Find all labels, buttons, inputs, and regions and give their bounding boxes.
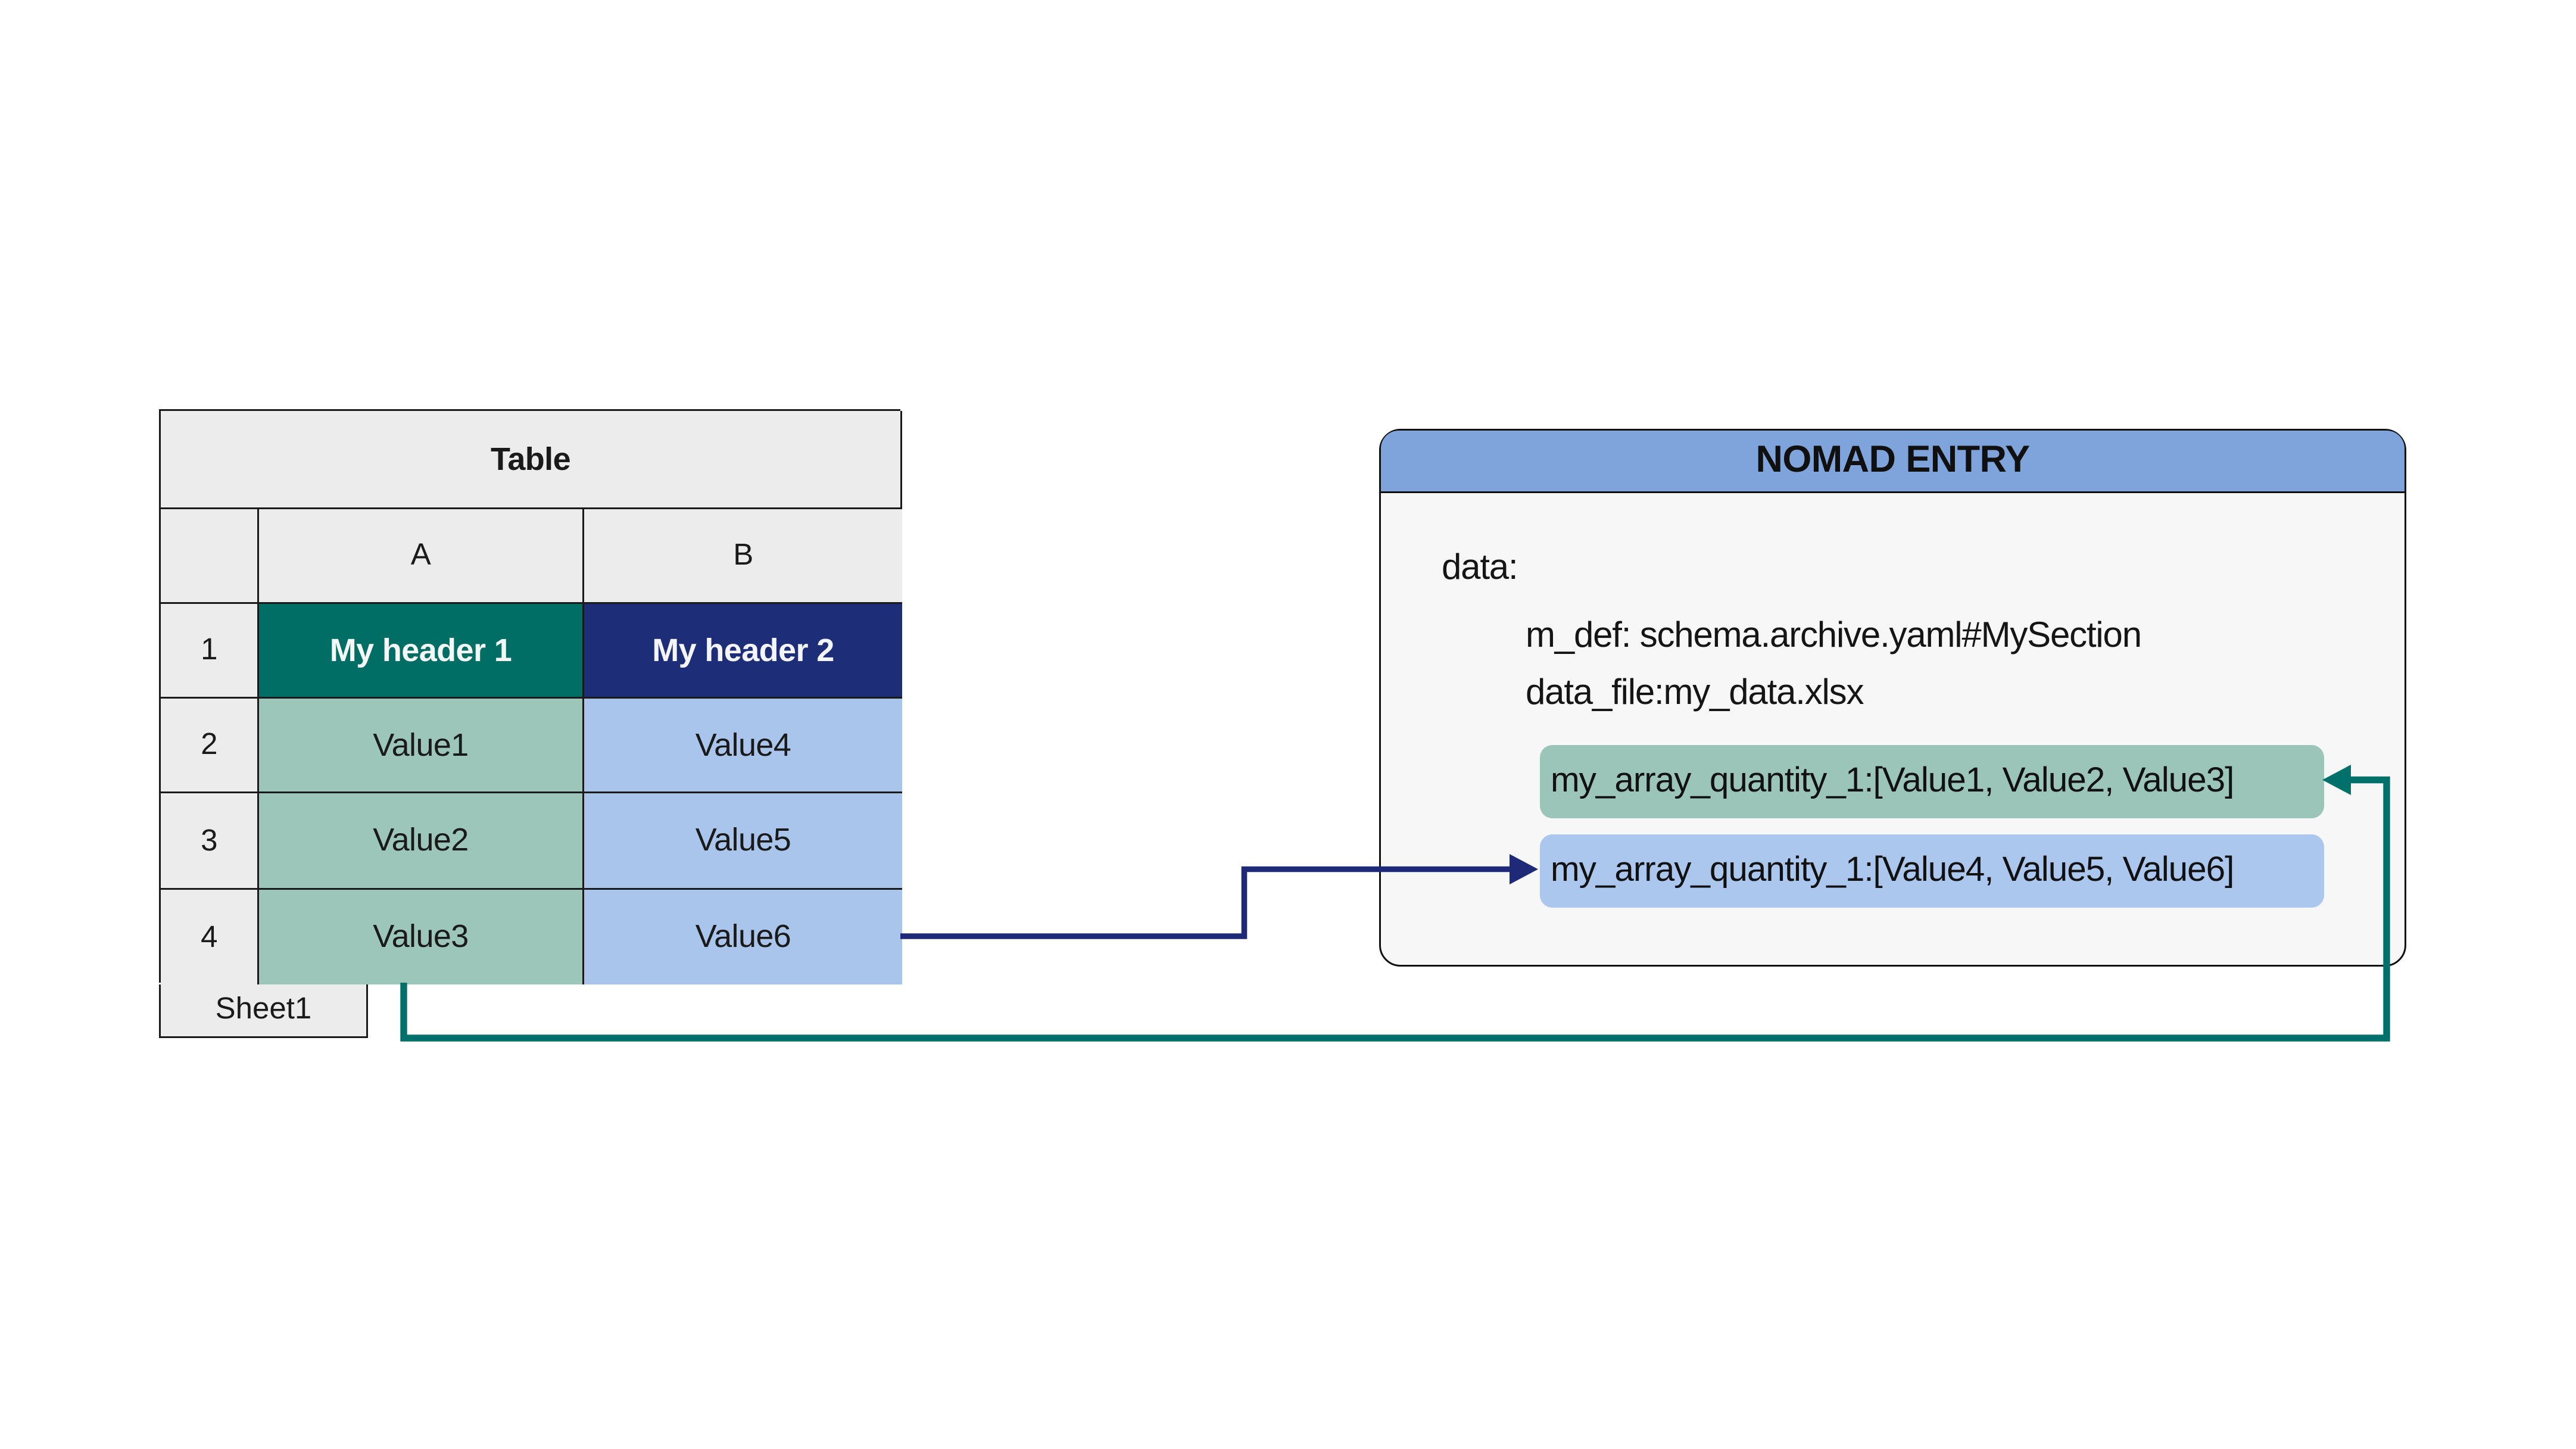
cell-b3: Value5: [584, 793, 902, 890]
yaml-line-m-def: m_def: schema.archive.yaml#MySection: [1526, 616, 2142, 656]
nomad-entry-box: NOMAD ENTRY data: m_def: schema.archive.…: [1379, 429, 2406, 967]
column-header-a: A: [259, 509, 584, 604]
yaml-line-data-file: data_file:my_data.xlsx: [1526, 674, 1864, 713]
table-title: Table: [161, 411, 902, 509]
nomad-entry-header: NOMAD ENTRY: [1381, 431, 2405, 493]
cell-a4: Value3: [259, 890, 584, 984]
row-number-3: 3: [161, 793, 259, 890]
spreadsheet-table: Table A B 1 My header 1 My header 2 2 Va…: [159, 409, 902, 984]
sheet-tab-sheet1: Sheet1: [159, 983, 368, 1037]
cell-b2: Value4: [584, 699, 902, 793]
cell-a1: My header 1: [259, 604, 584, 699]
cell-a3: Value2: [259, 793, 584, 890]
column-header-b: B: [584, 509, 902, 604]
row-number-1: 1: [161, 604, 259, 699]
corner-cell: [161, 509, 259, 604]
cell-b4: Value6: [584, 890, 902, 984]
row-number-4: 4: [161, 890, 259, 984]
cell-a2: Value1: [259, 699, 584, 793]
yaml-line-data: data:: [1442, 549, 1518, 588]
highlight-array-quantity-green: my_array_quantity_1:[Value1, Value2, Val…: [1540, 745, 2324, 818]
highlight-array-quantity-blue: my_array_quantity_1:[Value4, Value5, Val…: [1540, 834, 2324, 908]
cell-b1: My header 2: [584, 604, 902, 699]
row-number-2: 2: [161, 699, 259, 793]
